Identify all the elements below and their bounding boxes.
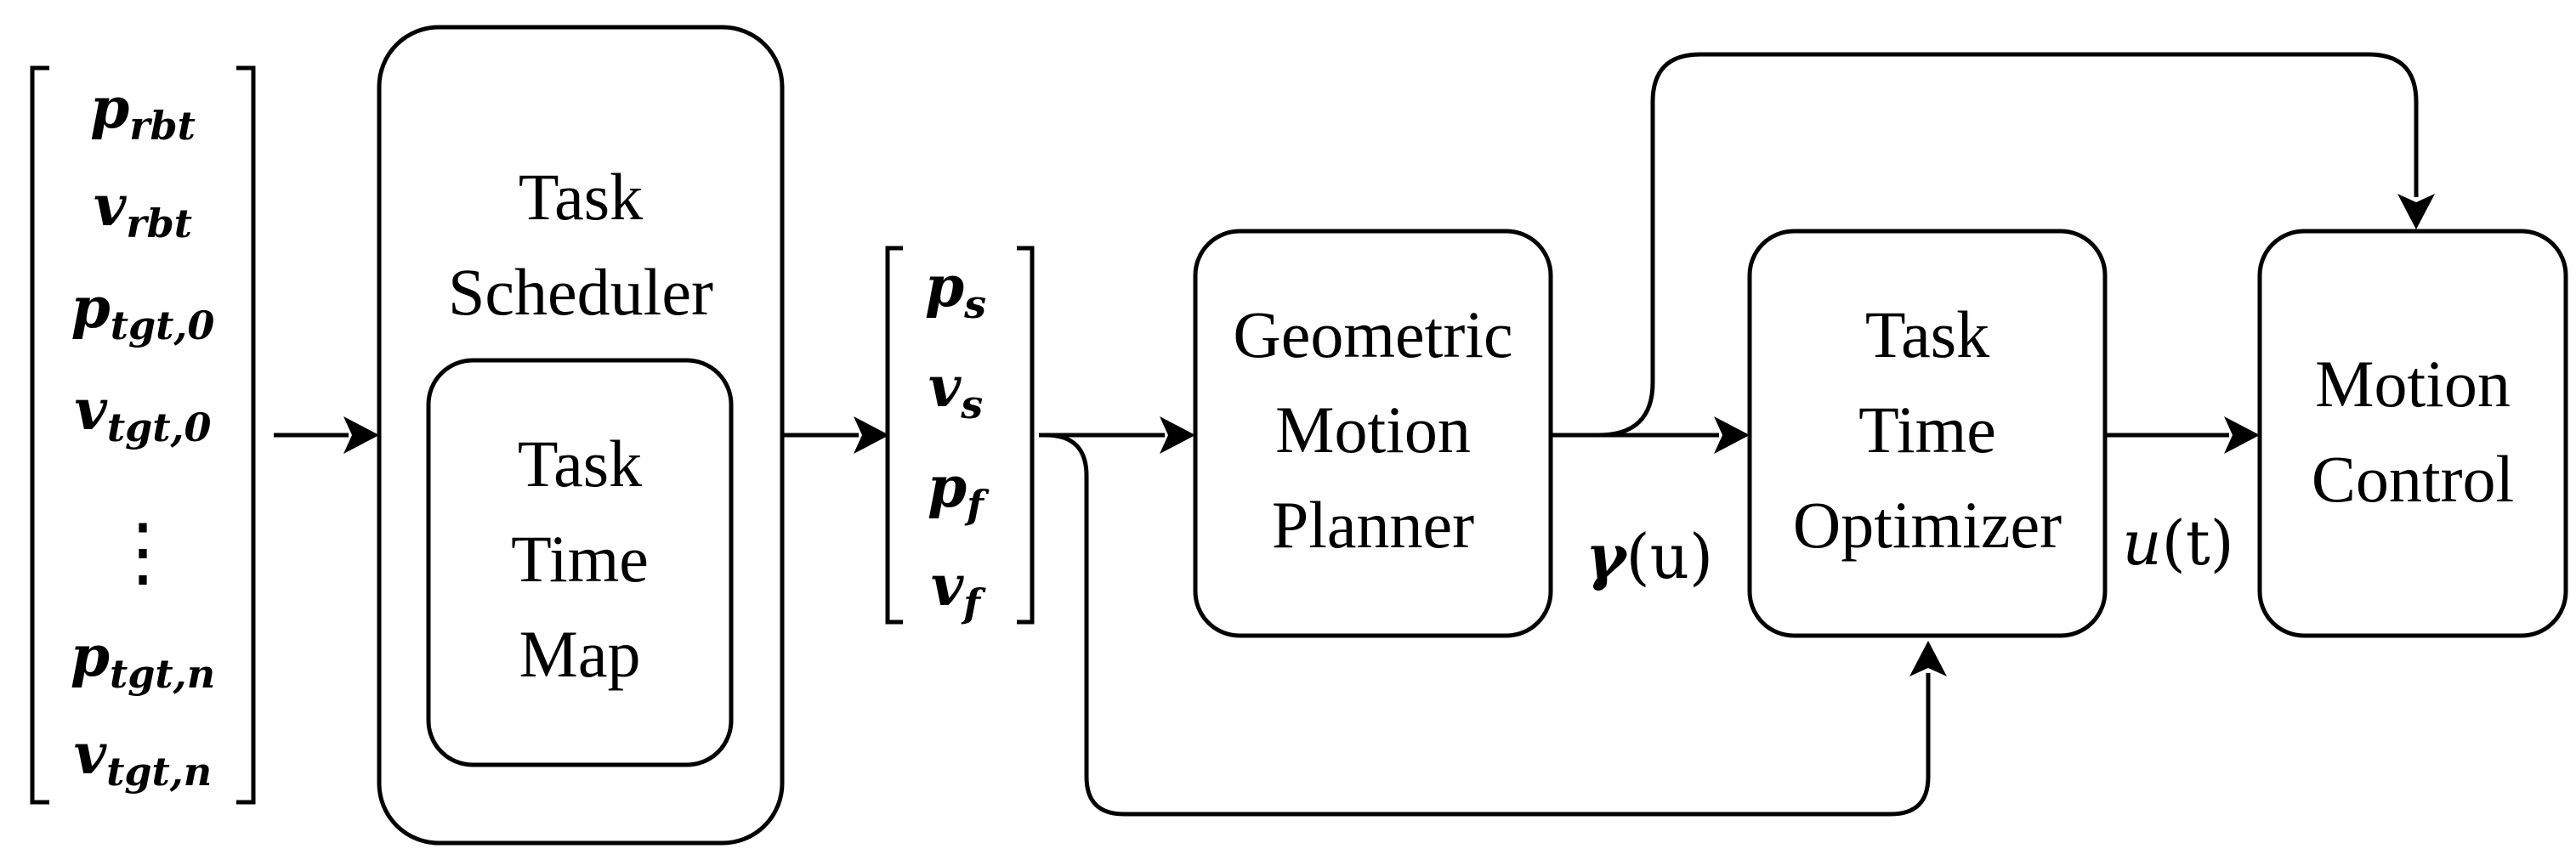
arrow-input-to-scheduler [274, 416, 379, 454]
arrow-optimizer-to-control [2105, 416, 2260, 454]
arrow-vector-to-optimizer-bottom [1045, 433, 1947, 817]
arrow-scheduler-to-vector [782, 416, 889, 454]
mid-entry-v-s: vs [928, 354, 983, 427]
motion-control-label-line2: Control [2312, 442, 2514, 516]
task-time-map-label-line3: Map [519, 617, 641, 691]
planner-label-line1: Geometric [1233, 297, 1512, 371]
task-scheduler-label-line1: Task [519, 160, 643, 234]
motion-control-label-line1: Motion [2315, 347, 2511, 421]
input-entry-v-tgt-n: vtgt,n [74, 721, 212, 795]
mid-entry-p-f: pf [928, 454, 990, 528]
planner-label-line2: Motion [1275, 393, 1471, 467]
input-state-vector: prbt vrbt ptgt,0 vtgt,0 ⋮ ptgt,n vtgt,n [30, 65, 256, 805]
task-scheduler-label-line2: Scheduler [448, 255, 713, 329]
input-entry-v-tgt-0: vtgt,0 [74, 376, 211, 450]
input-entry-p-tgt-n: ptgt,n [71, 623, 215, 697]
task-time-map-label-line1: Task [518, 427, 642, 501]
motion-control-block: Motion Control [2257, 229, 2568, 638]
task-time-map-label-line2: Time [511, 522, 649, 596]
geometric-motion-planner-block: Geometric Motion Planner [1193, 229, 1553, 638]
mid-vector-right-bracket [1017, 246, 1035, 625]
mid-entry-p-s: ps [925, 253, 986, 327]
input-vector-right-bracket [236, 65, 256, 805]
arrow-planner-to-control-top [1597, 52, 2435, 438]
task-scheduler-block: Task Scheduler Task Time Map [377, 25, 785, 846]
task-time-optimizer-block: Task Time Optimizer [1747, 229, 2108, 638]
input-vector-ellipsis: ⋮ [105, 507, 181, 597]
planner-label-line3: Planner [1272, 488, 1474, 562]
signal-u-of-t-label: u(t) [2122, 507, 2234, 579]
signal-gamma-label: γ(u) [1586, 520, 1713, 592]
optimizer-label-line3: Optimizer [1793, 488, 2062, 562]
mid-entry-v-f: vf [931, 552, 986, 626]
input-entry-p-tgt-0: ptgt,0 [71, 274, 215, 348]
task-time-map-block: Task Time Map [426, 358, 734, 767]
optimizer-label-line1: Task [1865, 297, 1989, 371]
arrow-planner-to-optimizer [1551, 416, 1750, 454]
input-entry-p-rbt: prbt [90, 75, 196, 149]
boundary-state-vector: ps vs pf vf [885, 246, 1035, 626]
mid-vector-left-bracket [885, 246, 903, 625]
input-entry-v-rbt: vrbt [94, 173, 192, 246]
optimizer-label-line2: Time [1858, 393, 1996, 467]
input-vector-left-bracket [30, 65, 49, 805]
